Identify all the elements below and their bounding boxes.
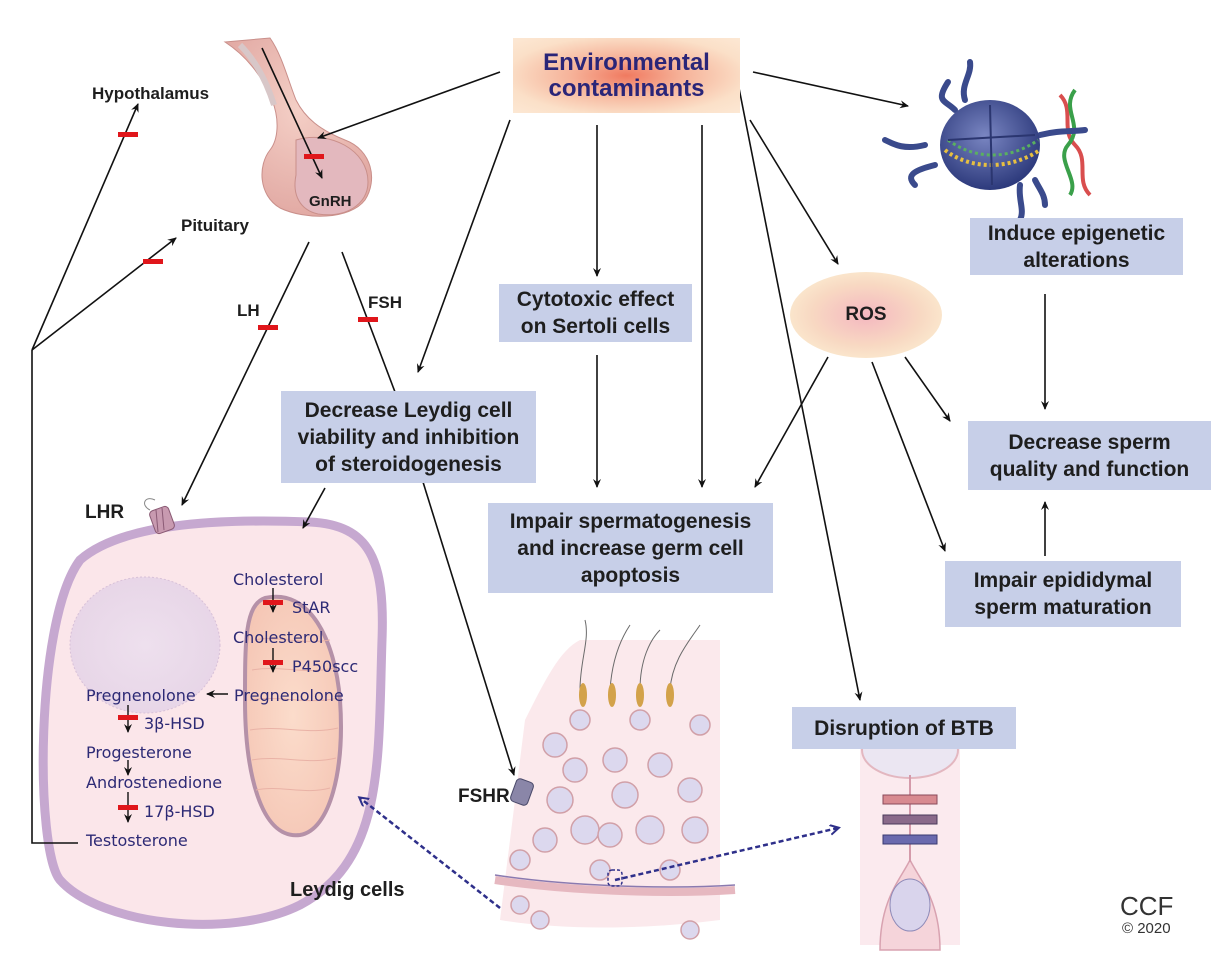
fshr-receptor-icon xyxy=(510,778,534,806)
sperm-quality-effect-box: Decrease sperm quality and function xyxy=(968,421,1211,490)
nucleosome-illustration xyxy=(882,59,1092,223)
inhibition-bar xyxy=(263,600,283,605)
leydig-effect-box: Decrease Leydig cell viability and inhib… xyxy=(281,391,536,483)
epididymal-effect-box: Impair epididymal sperm maturation xyxy=(945,561,1181,627)
inhibition-bar xyxy=(118,132,138,137)
epididymal-effect-label: Impair epididymal sperm maturation xyxy=(973,569,1153,619)
fsh-label: FSH xyxy=(368,293,402,312)
arrow-lh-to-lhr xyxy=(181,241,310,506)
cholesterol-label: Cholesterol xyxy=(233,570,324,589)
btb-illustration xyxy=(860,721,960,951)
arrow-to-epigenetic xyxy=(752,71,909,109)
sperm-quality-effect-label: Decrease sperm quality and function xyxy=(989,430,1190,481)
epigenetic-effect-label: Induce epigenetic alterations xyxy=(987,221,1166,272)
arrow-leydig-box-to-cell xyxy=(302,487,326,529)
arrow-ros-to-epididymal xyxy=(871,361,946,552)
inhibition-bar xyxy=(258,325,278,330)
spermatogenesis-effect-label: Impair spermatogenesis and increase germ… xyxy=(509,509,752,587)
inhibition-bar xyxy=(118,805,138,810)
p450scc-enzyme-label: P450scc xyxy=(292,657,359,676)
arrow-to-ros xyxy=(749,119,839,265)
inhibition-bar xyxy=(118,715,138,720)
hsd3b-enzyme-label: 3β-HSD xyxy=(144,714,205,733)
credit-year: © 2020 xyxy=(1122,920,1171,937)
lhr-receptor-icon xyxy=(144,498,175,535)
inhibition-bar xyxy=(143,259,163,264)
cholesterol-mito-label: Cholesterol xyxy=(233,628,324,647)
sertoli-effect-label: Cytotoxic effect on Sertoli cells xyxy=(516,288,675,338)
pituitary-label: Pituitary xyxy=(181,216,250,235)
arrow-to-leydig xyxy=(416,119,511,373)
inhibition-bar xyxy=(304,154,324,159)
dashed-arrows xyxy=(360,798,838,909)
ros-label: ROS xyxy=(845,304,887,325)
sertoli-effect-box: Cytotoxic effect on Sertoli cells xyxy=(499,284,692,342)
inhibition-bars xyxy=(118,132,378,810)
hsd17b-enzyme-label: 17β-HSD xyxy=(144,802,215,821)
arrow-to-pituitary xyxy=(317,71,501,140)
progesterone-label: Progesterone xyxy=(86,743,192,762)
feedback-loop xyxy=(31,103,177,844)
lh-label: LH xyxy=(237,301,260,320)
arrow-to-btb xyxy=(736,77,863,701)
leydig-cell-illustration xyxy=(38,516,387,929)
inhibition-bar xyxy=(358,317,378,322)
testosterone-label: Testosterone xyxy=(86,831,188,850)
pregnenolone-mito-label: Pregnenolone xyxy=(234,686,344,705)
leydig-effect-label: Decrease Leydig cell viability and inhib… xyxy=(297,398,520,476)
spermatogenesis-effect-box: Impair spermatogenesis and increase germ… xyxy=(488,503,773,593)
epigenetic-effect-box: Induce epigenetic alterations xyxy=(970,218,1183,275)
pregnenolone-cyto-label: Pregnenolone xyxy=(86,686,196,705)
star-enzyme-label: StAR xyxy=(292,598,331,617)
effect-arrows xyxy=(181,71,1049,776)
btb-effect-box: Disruption of BTB xyxy=(792,707,1016,749)
androstenedione-label: Androstenedione xyxy=(86,773,223,792)
arrow-ros-to-spermatogenesis xyxy=(754,356,829,488)
gnrh-label: GnRH xyxy=(309,193,352,210)
environmental-contaminants-label: Environmental contaminants xyxy=(543,48,710,102)
ros-ellipse: ROS xyxy=(790,272,942,358)
lhr-label: LHR xyxy=(85,502,125,523)
leydig-cells-label: Leydig cells xyxy=(290,879,405,901)
arrow-ros-to-sperm-quality xyxy=(904,356,951,422)
inhibition-bar xyxy=(263,660,283,665)
seminiferous-tubule-illustration xyxy=(494,619,736,940)
btb-effect-label: Disruption of BTB xyxy=(814,716,994,740)
credit-org: CCF xyxy=(1120,891,1174,921)
arrow-fsh-to-fshr xyxy=(422,481,516,776)
fshr-label: FSHR xyxy=(458,786,510,807)
hypothalamus-label: Hypothalamus xyxy=(92,84,210,103)
environmental-contaminants-box: Environmental contaminants xyxy=(513,38,740,113)
